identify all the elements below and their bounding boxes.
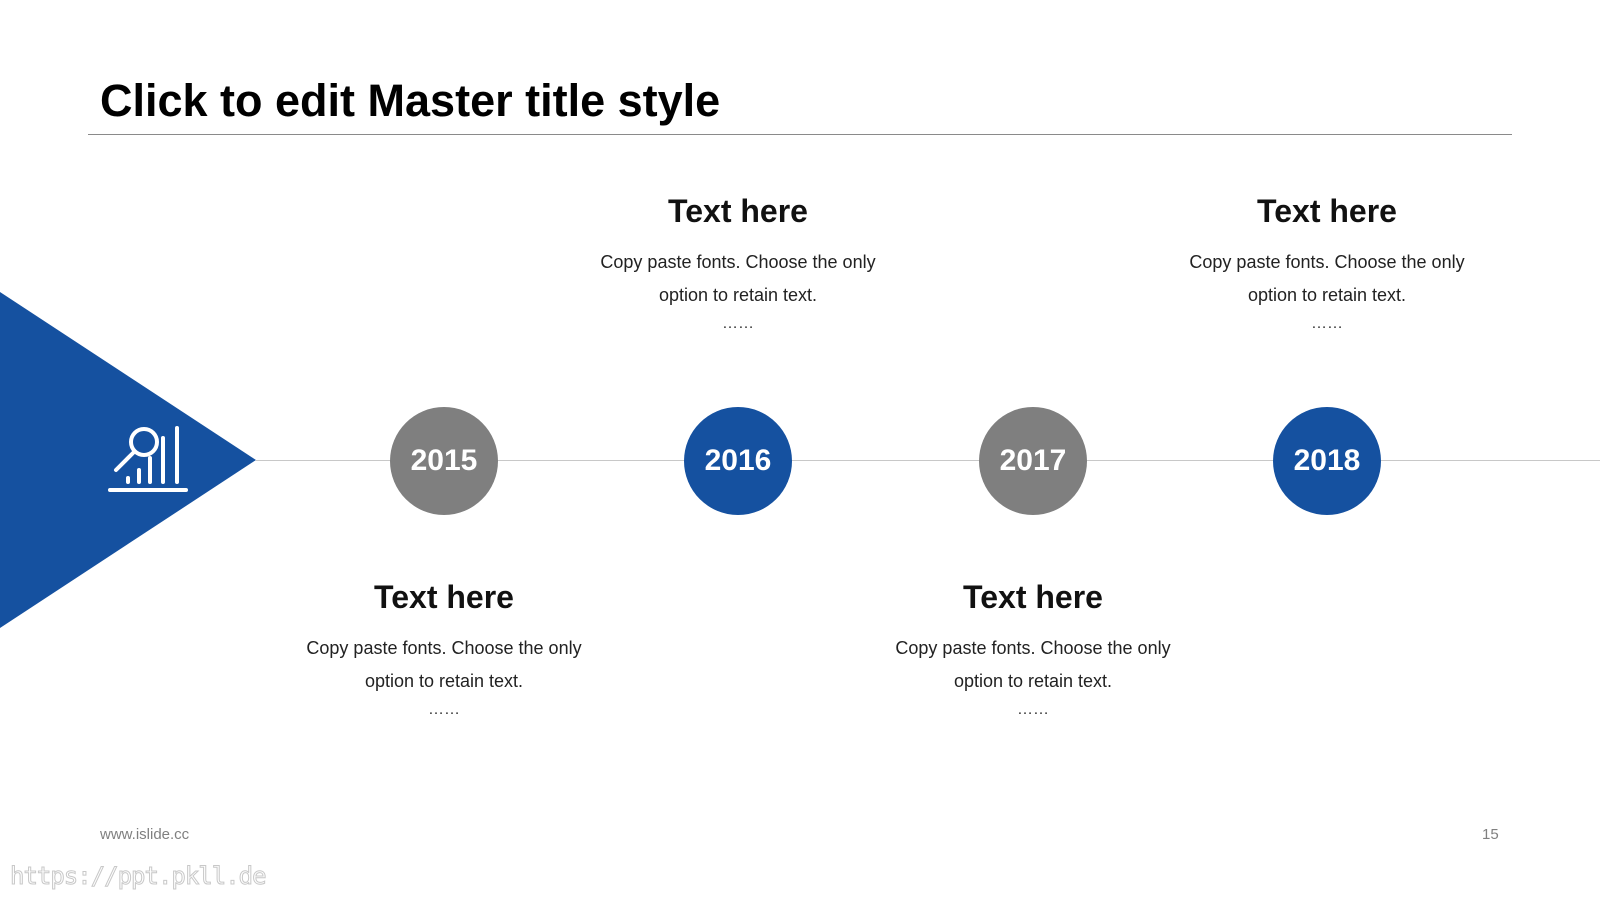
text-block-line: option to retain text. [953, 671, 1113, 692]
text-block-ellipsis: …… [722, 315, 754, 333]
text-block-2015[interactable]: Text here Copy paste fonts. Choose the o… [284, 578, 604, 718]
text-block-2016[interactable]: Text here Copy paste fonts. Choose the o… [578, 192, 898, 332]
watermark-text: https://ppt.pkll.de [10, 862, 268, 891]
title-divider [88, 134, 1512, 135]
slide-title[interactable]: Click to edit Master title style [100, 75, 721, 126]
analytics-chart-magnifier-icon [108, 426, 188, 492]
text-block-ellipsis: …… [1311, 315, 1343, 333]
text-block-line: Copy paste fonts. Choose the only [600, 252, 876, 273]
page-number: 15 [1482, 826, 1499, 843]
text-block-line: Copy paste fonts. Choose the only [306, 638, 582, 659]
text-block-heading: Text here [374, 579, 514, 615]
text-block-ellipsis: …… [1017, 701, 1049, 719]
milestone-year: 2017 [999, 444, 1067, 477]
milestone-2017[interactable]: 2017 [979, 407, 1087, 515]
text-block-heading: Text here [668, 193, 808, 229]
text-block-line: Copy paste fonts. Choose the only [1189, 252, 1465, 273]
text-block-line: option to retain text. [1247, 285, 1407, 306]
text-block-heading: Text here [1257, 193, 1397, 229]
text-block-2018[interactable]: Text here Copy paste fonts. Choose the o… [1167, 192, 1487, 332]
milestone-year: 2016 [704, 444, 772, 477]
milestone-year: 2015 [410, 444, 478, 477]
timeline-line [256, 460, 1600, 461]
milestone-year: 2018 [1293, 444, 1361, 477]
milestone-2018[interactable]: 2018 [1273, 407, 1381, 515]
text-block-heading: Text here [963, 579, 1103, 615]
text-block-line: option to retain text. [658, 285, 818, 306]
text-block-ellipsis: …… [428, 701, 460, 719]
milestone-2016[interactable]: 2016 [684, 407, 792, 515]
text-block-2017[interactable]: Text here Copy paste fonts. Choose the o… [873, 578, 1193, 718]
milestone-2015[interactable]: 2015 [390, 407, 498, 515]
footer-url: www.islide.cc [100, 826, 190, 843]
text-block-line: option to retain text. [364, 671, 524, 692]
text-block-line: Copy paste fonts. Choose the only [895, 638, 1171, 659]
